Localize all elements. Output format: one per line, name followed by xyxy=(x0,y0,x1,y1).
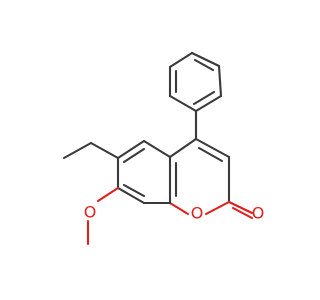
phenyl-ring xyxy=(168,51,223,113)
pyranone-ring xyxy=(168,137,254,220)
bond xyxy=(122,147,146,164)
bond xyxy=(204,200,231,216)
bond xyxy=(190,51,221,68)
ring-oxygen-label: O xyxy=(191,204,204,223)
bond xyxy=(168,94,198,113)
bond xyxy=(194,94,223,113)
structure-canvas: O O O xyxy=(62,51,265,246)
bond xyxy=(142,139,172,159)
bond xyxy=(89,141,120,160)
bond xyxy=(227,200,254,215)
bond xyxy=(122,183,146,198)
bond xyxy=(168,137,198,159)
bond xyxy=(192,90,216,106)
bond xyxy=(197,146,224,163)
bond xyxy=(168,201,190,216)
bond xyxy=(231,206,254,220)
bond xyxy=(116,186,146,205)
bond xyxy=(62,141,93,160)
bond xyxy=(217,64,223,98)
bond xyxy=(116,139,146,160)
benzo-ring xyxy=(116,139,172,205)
carbonyl-oxygen-label: O xyxy=(252,204,265,223)
bond xyxy=(194,137,231,159)
methoxy-oxygen-label: O xyxy=(84,203,97,222)
bond xyxy=(168,51,194,69)
bond xyxy=(96,186,120,203)
molecule-drawing: O O O xyxy=(62,51,265,246)
bond xyxy=(193,58,215,72)
